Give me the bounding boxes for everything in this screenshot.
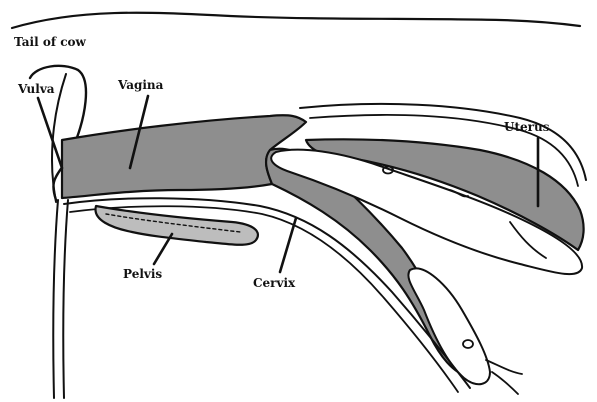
vagina-label: Vagina [118, 79, 163, 91]
vulva-pointer [38, 98, 62, 168]
pelvis-pointer [154, 234, 172, 264]
cervix-label: Cervix [253, 277, 295, 289]
uterus-label: Uterus [504, 121, 549, 133]
body-outline-left [53, 200, 58, 398]
pelvis-label: Pelvis [123, 268, 162, 280]
fetus-leg-lines [486, 360, 522, 394]
tail-of-cow-label: Tail of cow [14, 36, 86, 48]
pelvis-bone [95, 206, 257, 245]
tail-line [12, 13, 580, 28]
ventral-wall-inner [70, 206, 458, 392]
vulva-label: Vulva [18, 83, 55, 95]
body-outline-inner [63, 200, 68, 398]
cervix-pointer [280, 218, 296, 272]
